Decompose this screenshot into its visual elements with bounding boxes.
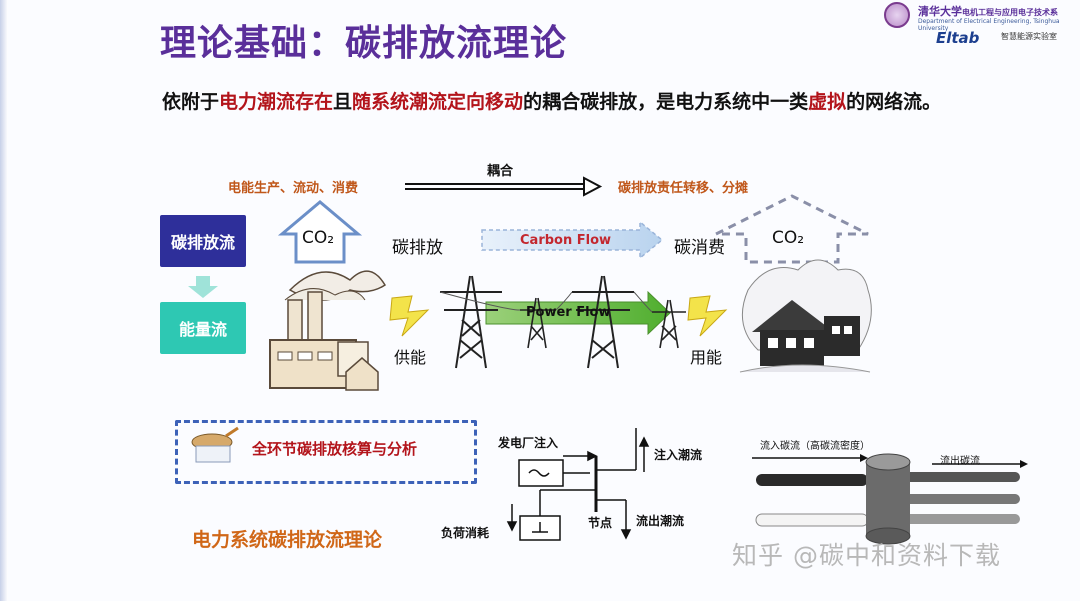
node-circuit-diagram [506,428,650,541]
theory-label: 电力系统碳排放流理论 [192,529,383,551]
co2-up-arrow-right-icon [715,194,869,264]
logo-area: 清华大学电机工程与应用电子技术系 Department of Electrica… [884,2,1080,47]
carbon-responsibility-label: 碳排放责任转移、分摊 [618,181,749,196]
down-arrow-icon [188,276,218,298]
inject-flow-label: 注入潮流 [654,448,703,462]
lightning-left-icon [389,295,430,337]
full-chain-analysis-box [175,420,477,484]
energy-stages-label: 电能生产、流动、消费 [228,181,359,196]
lab-logo: Eltab [936,29,980,47]
department-english: Department of Electrical Engineering, Ts… [918,18,1060,32]
power-lines [439,291,653,313]
co2-left-label: CO₂ [302,228,335,248]
pipe-in-label: 流入碳流（高碳流密度） [760,441,870,452]
supply-label: 供能 [394,348,427,367]
carbon-flow-box: 碳排放流 [160,215,246,267]
outflow-label: 流出潮流 [636,514,685,528]
transmission-tower-1-icon [440,275,502,369]
analysis-book-icon [191,426,239,463]
slide-title: 理论基础：碳排放流理论 [160,23,568,64]
co2-right-label: CO₂ [772,228,805,248]
coupling-arrow-icon [405,176,603,197]
university-seal-icon [884,2,910,28]
carbon-flow-arrow-icon [481,220,664,260]
plant-injection-label: 发电厂注入 [498,436,559,450]
definition-statement: 依附于电力潮流存在且随系统潮流定向移动的耦合碳排放，是电力系统中一类虚拟的网络流… [162,91,942,113]
power-plant-icon [269,270,387,391]
coupling-label: 耦合 [487,164,514,179]
load-label: 负荷消耗 [441,526,490,540]
transmission-tower-3-icon [572,275,634,369]
lightning-right-icon [687,295,728,337]
node-label: 节点 [588,516,613,530]
energy-flow-box: 能量流 [160,302,246,354]
full-chain-analysis-label: 全环节碳排放核算与分析 [252,440,418,458]
transmission-tower-4-icon [652,299,686,349]
transmission-tower-2-icon [520,297,556,349]
carbon-flow-arrow-label: Carbon Flow [520,233,612,248]
lab-subtitle: 智慧能源实验室 [1001,32,1057,41]
pipe-out-label: 流出碳流 [940,456,980,467]
university-name: 清华大学电机工程与应用电子技术系 [918,5,1058,18]
carbon-consumption-label: 碳消费 [674,238,725,258]
use-label: 用能 [690,348,723,367]
house-icon [739,259,872,373]
co2-up-arrow-left-icon [277,200,363,264]
watermark: 知乎 @碳中和资料下载 [732,541,1001,570]
carbon-emission-label: 碳排放 [392,238,443,258]
carbon-pipe-diagram [752,453,1028,545]
left-edge-strip [0,0,8,601]
power-flow-arrow-label: Power Flow [526,305,611,320]
